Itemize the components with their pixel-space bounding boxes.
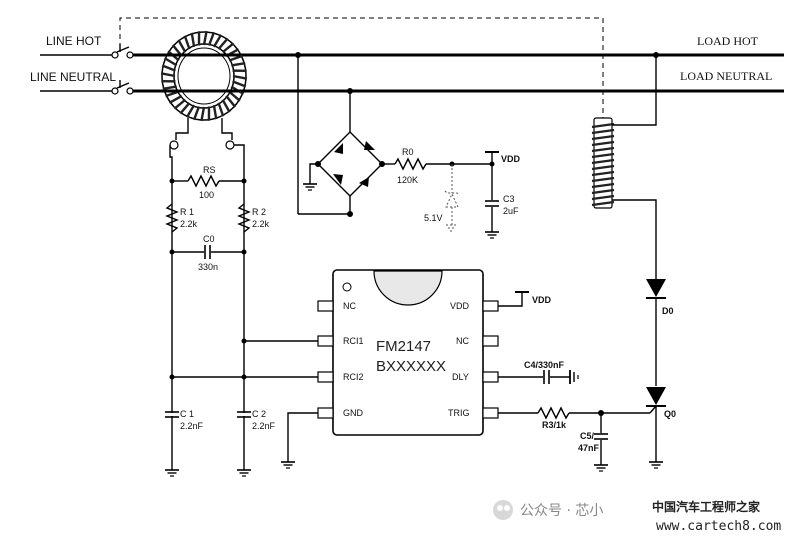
r0-value: 120K [397, 175, 418, 185]
ic-marking: BXXXXXX [376, 358, 446, 375]
hot-contact [111, 44, 134, 59]
r2-resistor [237, 203, 251, 233]
c2-name: C 2 [252, 409, 266, 419]
load-hot-label: LOAD HOT [697, 34, 759, 48]
r3-label: R3/1k [542, 420, 567, 430]
bridge-rectifier [317, 131, 383, 197]
r3-resistor [537, 406, 570, 420]
r1-name: R 1 [180, 207, 194, 217]
terminal-a [169, 140, 179, 150]
watermark-brand: 中国汽车工程师之家 [652, 499, 761, 514]
line-neutral-label: LINE NEUTRAL [30, 70, 116, 84]
r1-value: 2.2k [180, 219, 198, 229]
pin-gnd: GND [343, 408, 364, 418]
c3-value: 2uF [503, 206, 519, 216]
diode-d0 [646, 279, 666, 299]
solenoid-coil [591, 117, 615, 209]
toroid-transformer [160, 30, 248, 122]
c5-name: C5/ [580, 431, 595, 441]
r0-name: R0 [402, 147, 414, 157]
watermark: 公众号 · 芯小 中国汽车工程师之家 www.cartech8.com [493, 499, 781, 534]
vdd-label-ic: VDD [532, 295, 552, 305]
q0-name: Q0 [664, 409, 676, 419]
r2-value: 2.2k [252, 219, 270, 229]
neutral-contact [111, 80, 134, 95]
vdd-label-supply: VDD [501, 154, 521, 164]
zener-value: 5.1V [424, 213, 443, 223]
r2-name: R 2 [252, 207, 266, 217]
c0-value: 330n [198, 262, 218, 272]
c0-name: C0 [203, 234, 215, 244]
c2-value: 2.2nF [252, 421, 276, 431]
line-hot-label: LINE HOT [46, 34, 102, 48]
pin-dly: DLY [452, 372, 469, 382]
d0-name: D0 [662, 306, 674, 316]
pin-nc-left: NC [343, 301, 356, 311]
rs-name: RS [203, 165, 216, 175]
pin-rci2: RCI2 [343, 372, 364, 382]
watermark-url: www.cartech8.com [656, 519, 781, 534]
rs-value: 100 [199, 190, 214, 200]
ic-pins-right: VDD NC DLY TRIG [448, 300, 499, 419]
load-neutral-label: LOAD NEUTRAL [680, 69, 772, 83]
terminal-b [225, 140, 235, 150]
c4-label: C4/330nF [524, 360, 565, 370]
r1-resistor [165, 203, 179, 233]
ic-part-number: FM2147 [376, 338, 431, 355]
pin-nc-right: NC [456, 336, 469, 346]
ic-pins-left: NC RCI1 RCI2 GND [317, 300, 364, 419]
pin-rci1: RCI1 [343, 336, 364, 346]
dashed-trip-link [119, 17, 604, 120]
ic-fm2147: FM2147 BXXXXXX [332, 269, 484, 436]
c5-value: 47nF [578, 443, 600, 453]
rs-resistor [187, 174, 220, 188]
r0-resistor [394, 157, 427, 171]
c1-value: 2.2nF [180, 421, 204, 431]
zener-diode [444, 164, 460, 232]
c3-name: C3 [503, 194, 515, 204]
pin-vdd: VDD [450, 301, 470, 311]
watermark-source: 公众号 · 芯小 [520, 503, 603, 519]
pin-trig: TRIG [448, 408, 470, 418]
c1-name: C 1 [180, 409, 194, 419]
